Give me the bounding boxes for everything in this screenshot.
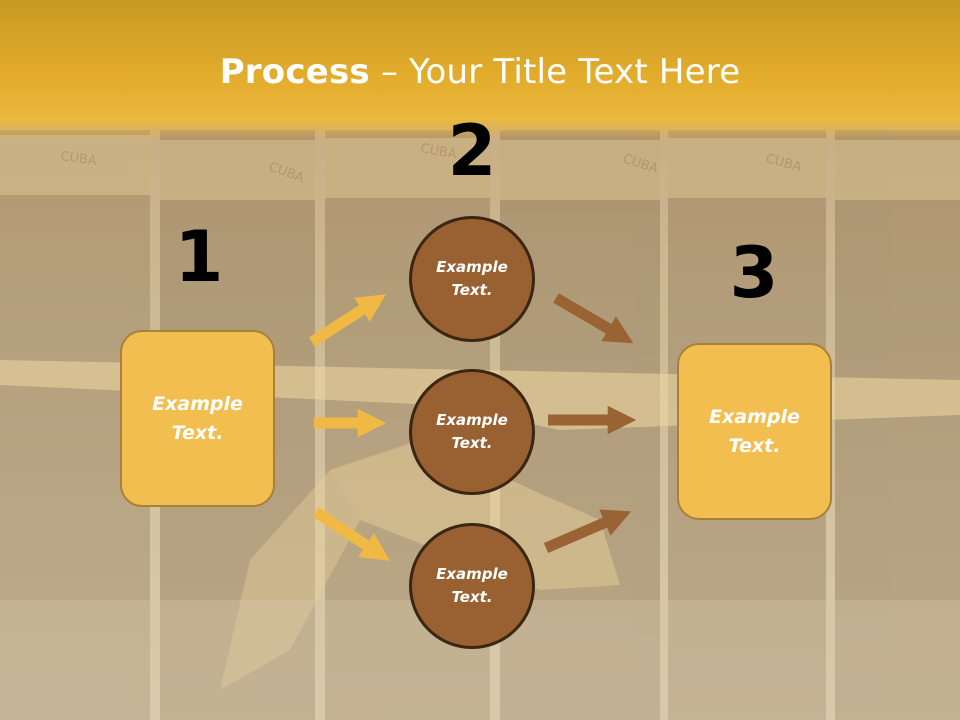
arrow-brown-down xyxy=(553,293,634,344)
circle-bottom-label: Example Text. xyxy=(436,565,508,606)
step-number-3: 3 xyxy=(729,232,779,314)
title-bold: Process xyxy=(219,52,370,92)
bg-text: CUBA xyxy=(59,149,97,169)
step-1-box[interactable]: Example Text. xyxy=(120,330,275,507)
title-bar xyxy=(0,0,960,140)
arrow-brown-up xyxy=(543,509,632,554)
step-number-1: 1 xyxy=(174,216,224,298)
circle-top-label: Example Text. xyxy=(436,258,508,299)
bg-text: CUBA xyxy=(419,141,458,162)
step-3-label: Example Text. xyxy=(709,405,800,457)
step-2-circle-top[interactable]: Example Text. xyxy=(409,216,535,342)
step-2-circle-middle[interactable]: Example Text. xyxy=(409,369,535,495)
arrow-gold-down xyxy=(312,507,390,561)
step-number-2: 2 xyxy=(447,110,497,192)
circle-middle-label: Example Text. xyxy=(436,411,508,452)
step-3-box[interactable]: Example Text. xyxy=(677,343,832,520)
step-1-label: Example Text. xyxy=(152,392,243,444)
title-rest: – Your Title Text Here xyxy=(369,52,741,92)
step-2-circle-bottom[interactable]: Example Text. xyxy=(409,523,535,649)
slide-title: Process – Your Title Text Here xyxy=(0,52,960,92)
arrow-gold-up xyxy=(309,294,387,347)
